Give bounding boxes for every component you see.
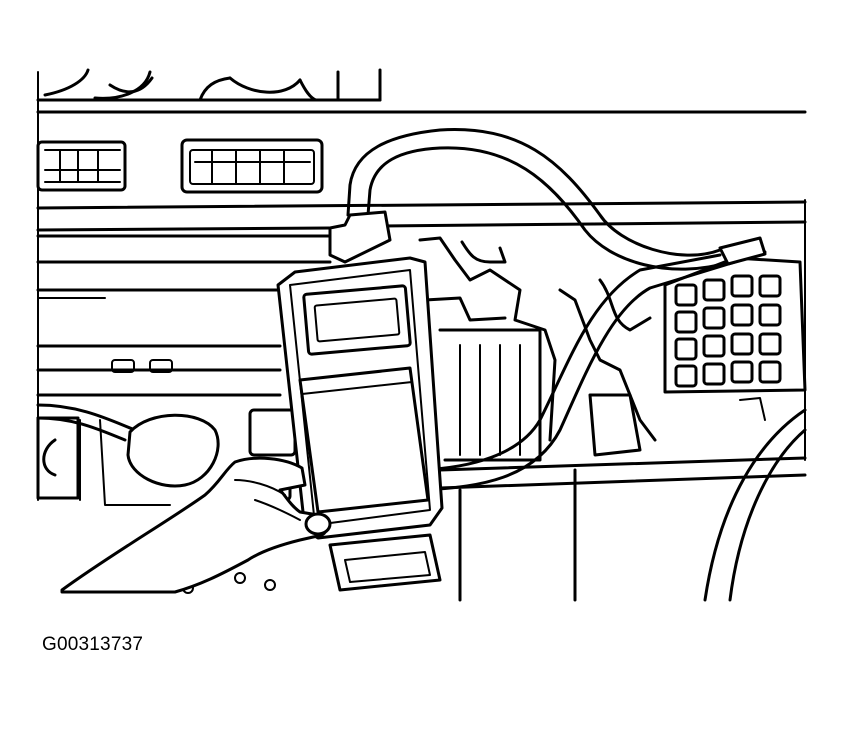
- figure-id-label: G00313737: [42, 634, 144, 655]
- instrument-cluster: [36, 68, 807, 114]
- left-air-vent: [36, 140, 127, 192]
- shift-knob: [126, 413, 220, 488]
- frame-edges: [37, 71, 806, 501]
- steering-wheel: [703, 397, 807, 602]
- under-dash-components: [418, 236, 657, 602]
- scan-tool: [276, 210, 444, 592]
- hand: [60, 456, 332, 594]
- diagnostic-cable: [36, 128, 767, 492]
- dashboard-scan-tool-illustration: [36, 68, 807, 602]
- dashboard-trim: [36, 200, 807, 490]
- center-air-vent: [180, 138, 324, 194]
